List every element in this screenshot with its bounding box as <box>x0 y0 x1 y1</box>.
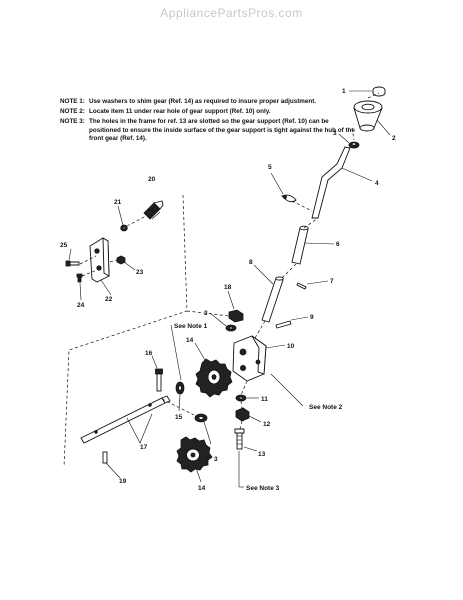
note-3: NOTE 3: The holes in the frame for ref. … <box>60 118 360 143</box>
part-24-screw <box>76 273 83 283</box>
part-label-3-mid: 3 <box>204 310 208 317</box>
part-13-bolt <box>234 428 245 450</box>
note-1-label: NOTE 1: <box>60 98 85 105</box>
part-8-shaft <box>261 276 284 323</box>
part-label-19: 19 <box>119 478 127 485</box>
part-22-bracket <box>89 237 110 283</box>
part-label-14-upper: 14 <box>186 337 194 344</box>
part-label-24: 24 <box>77 302 85 309</box>
part-15-washer <box>175 381 185 395</box>
part-19-pin <box>102 451 108 464</box>
part-18-nut <box>228 309 244 323</box>
notes-block: NOTE 1: Use washers to shim gear (Ref. 1… <box>60 98 360 145</box>
note-3-text: The holes in the frame for ref. 13 are s… <box>89 118 355 142</box>
part-label-6: 6 <box>336 241 340 248</box>
part-14-gear-upper <box>195 358 233 398</box>
part-label-13: 13 <box>258 451 266 458</box>
part-label-20: 20 <box>148 176 156 183</box>
note-3-label: NOTE 3: <box>60 118 85 126</box>
part-label-18: 18 <box>224 284 232 291</box>
part-label-5: 5 <box>268 164 272 171</box>
part-14-gear-lower <box>176 436 213 473</box>
part-5-clip <box>281 194 297 203</box>
see-note-1: See Note 1 <box>174 323 208 330</box>
part-20-spring <box>143 200 164 220</box>
part-1-cap <box>372 86 386 97</box>
part-label-14-lower: 14 <box>198 485 206 492</box>
part-label-23: 23 <box>136 269 144 276</box>
part-label-15: 15 <box>175 414 183 421</box>
part-label-8: 8 <box>249 259 253 266</box>
part-label-12: 12 <box>263 421 271 428</box>
part-17-shaft <box>80 395 171 444</box>
part-11-washer <box>235 394 247 402</box>
part-9-cotter <box>275 320 292 329</box>
part-label-3-top: 3 <box>333 130 337 137</box>
note-1-text: Use washers to shim gear (Ref. 14) as re… <box>89 98 317 105</box>
see-note-3: See Note 3 <box>246 485 280 492</box>
part-label-7: 7 <box>330 278 334 285</box>
part-label-2: 2 <box>392 135 396 142</box>
part-label-1: 1 <box>342 88 346 95</box>
part-label-21: 21 <box>114 199 122 206</box>
part-label-25: 25 <box>60 242 68 249</box>
part-7-pin <box>296 282 307 290</box>
part-label-22: 22 <box>105 296 113 303</box>
note-1: NOTE 1: Use washers to shim gear (Ref. 1… <box>60 98 360 106</box>
part-label-9: 9 <box>310 314 314 321</box>
see-note-2: See Note 2 <box>309 404 343 411</box>
part-4-shift-rod <box>311 146 351 219</box>
note-2: NOTE 2: Locate item 11 under rear hole o… <box>60 108 360 116</box>
part-label-4: 4 <box>375 180 379 187</box>
part-label-17: 17 <box>140 444 148 451</box>
part-3-washer-low <box>194 413 208 423</box>
watermark: AppliancePartsPros.com <box>160 6 303 20</box>
part-2-knob <box>353 100 383 132</box>
part-3-grommet-top <box>348 141 360 149</box>
part-label-11: 11 <box>261 396 268 403</box>
part-10-gear-support <box>232 335 267 382</box>
note-2-text: Locate item 11 under rear hole of gear s… <box>89 108 271 116</box>
part-12-nut <box>235 407 250 422</box>
part-25-screw <box>65 260 80 267</box>
part-21-washer <box>120 224 128 232</box>
part-label-3-low: 3 <box>214 456 218 463</box>
part-23-nut <box>116 255 126 265</box>
note-2-label: NOTE 2: <box>60 108 85 116</box>
part-label-16: 16 <box>145 350 153 357</box>
part-3-washer-mid <box>225 324 237 332</box>
part-6-tube <box>291 225 309 265</box>
part-16-bolt <box>155 368 163 392</box>
part-label-10: 10 <box>287 343 295 350</box>
